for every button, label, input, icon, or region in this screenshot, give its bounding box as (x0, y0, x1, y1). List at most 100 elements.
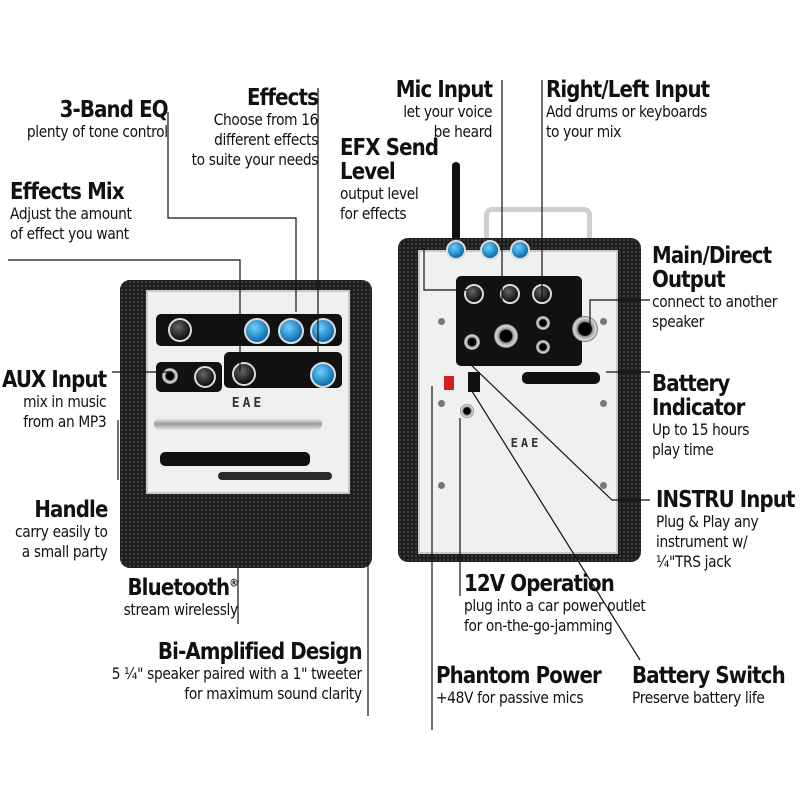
mic-xlr-input[interactable] (494, 324, 518, 348)
rear-control-panel: EAE (418, 240, 618, 554)
callout-instru-input: INSTRU Input Plug & Play any instrument … (656, 488, 800, 572)
bluetooth-title-text: Bluetooth (127, 575, 231, 601)
callout-desc: Plug & Play any (656, 512, 759, 532)
callout-aux-input: AUX Input mix in music from an MP3 (0, 367, 107, 432)
callout-desc: from an MP3 (22, 412, 107, 432)
eq-low-knob[interactable] (244, 318, 270, 344)
callout-3-band-eq: 3-Band EQ plenty of tone control (4, 97, 169, 142)
callout-main-direct-output: Main/Direct Output connect to another sp… (652, 244, 797, 332)
brand-logo: EAE (231, 396, 265, 411)
callout-desc: connect to another (652, 292, 778, 312)
callout-title: Bluetooth® (124, 575, 239, 601)
callout-desc: plug into a car power outlet (464, 596, 646, 616)
battery-indicator-strip (522, 372, 600, 384)
battery-switch[interactable] (468, 372, 480, 392)
callout-desc: for on-the-go-jamming (464, 616, 613, 636)
callout-title: Effects Mix (10, 179, 125, 205)
instru-input-jack[interactable] (464, 334, 480, 350)
bluetooth-button-strip (160, 452, 310, 466)
line-level-knob[interactable] (532, 284, 552, 304)
callout-title: INSTRU Input (656, 487, 796, 513)
efx-level-knob[interactable] (464, 284, 484, 304)
callout-desc: Add drums or keyboards (546, 102, 707, 122)
callout-desc: output level (340, 184, 419, 204)
monitor-level-knob[interactable] (168, 318, 192, 342)
callout-right-left-input: Right/Left Input Add drums or keyboards … (546, 78, 736, 142)
callout-desc: Up to 15 hours (652, 420, 750, 440)
callout-title: EFX Send (340, 135, 439, 161)
efx-send-knob[interactable] (446, 240, 466, 260)
registered-mark: ® (229, 576, 238, 590)
callout-title: Main/Direct (652, 243, 772, 269)
rear-carry-handle[interactable] (484, 207, 592, 252)
callout-desc: stream wirelessly (123, 600, 239, 620)
callout-title: Handle (34, 497, 109, 523)
callout-phantom-power: Phantom Power +48V for passive mics (436, 664, 628, 708)
aux-level-knob[interactable] (194, 366, 216, 388)
callout-desc: speaker (652, 312, 705, 332)
phantom-power-switch[interactable] (444, 376, 454, 390)
callout-effects: Effects Choose from 16 different effects… (171, 85, 319, 170)
callout-desc: for effects (340, 204, 407, 224)
callout-title: Output (652, 267, 726, 294)
callout-battery-switch: Battery Switch Preserve battery life (632, 664, 800, 708)
front-lower-handle (218, 472, 332, 480)
callout-desc: mix in music (22, 392, 107, 412)
callout-battery-indicator: Battery Indicator Up to 15 hours play ti… (652, 372, 765, 460)
mic-gain-knob[interactable] (480, 240, 500, 260)
callout-title: Bi-Amplified Design (158, 639, 363, 665)
callout-desc: Adjust the amount (10, 204, 132, 224)
callout-efx-send-level: EFX Send Level output level for effects (340, 136, 454, 224)
right-input-jack[interactable] (536, 316, 550, 330)
callout-bi-amplified: Bi-Amplified Design 5 ¼" speaker paired … (71, 639, 363, 704)
eq-mid-knob[interactable] (278, 318, 304, 344)
callout-desc: let your voice (403, 102, 492, 122)
left-input-jack[interactable] (536, 340, 550, 354)
callout-title: Phantom Power (436, 663, 602, 689)
callout-title: Battery Switch (632, 663, 786, 689)
callout-title: AUX Input (1, 367, 107, 393)
main-direct-output-jack[interactable] (572, 316, 598, 342)
callout-desc: be heard (433, 122, 492, 142)
callout-12v-operation: 12V Operation plug into a car power outl… (464, 572, 675, 636)
callout-desc: to your mix (546, 122, 622, 142)
callout-bluetooth: Bluetooth® stream wirelessly (105, 575, 239, 620)
callout-desc: Preserve battery life (632, 688, 765, 708)
callout-handle: Handle carry easily to a small party (0, 497, 109, 562)
eq-high-knob[interactable] (310, 318, 336, 344)
line-gain-knob[interactable] (510, 240, 530, 260)
callout-title: 3-Band EQ (59, 97, 169, 123)
mic-level-knob[interactable] (500, 284, 520, 304)
callout-desc: for maximum sound clarity (184, 684, 363, 704)
dc-12v-input[interactable] (460, 404, 474, 418)
callout-title: 12V Operation (464, 571, 615, 597)
callout-title: Level (340, 159, 396, 186)
callout-desc: of effect you want (10, 224, 129, 244)
callout-desc: Choose from 16 (213, 110, 319, 130)
aux-input-jack[interactable] (162, 368, 178, 384)
callout-desc: instrument w/ (656, 532, 748, 552)
callout-title: Battery (652, 371, 730, 397)
callout-desc: carry easily to (15, 522, 109, 542)
callout-title: Mic Input (395, 77, 493, 103)
callout-desc: ¼"TRS jack (656, 552, 732, 572)
callout-desc: different effects (214, 130, 318, 150)
front-control-panel: EAE (146, 290, 350, 494)
callout-desc: 5 ¼" speaker paired with a 1" tweeter (111, 664, 362, 684)
effects-select-knob[interactable] (310, 362, 336, 388)
callout-desc: +48V for passive mics (436, 688, 584, 708)
callout-title: Right/Left Input (546, 77, 710, 103)
callout-mic-input: Mic Input let your voice be heard (380, 77, 493, 142)
bluetooth-antenna (452, 162, 460, 242)
callout-desc: plenty of tone control (27, 122, 168, 142)
front-handle-bar[interactable] (154, 418, 322, 430)
callout-effects-mix: Effects Mix Adjust the amount of effect … (10, 180, 151, 244)
callout-desc: play time (652, 440, 714, 460)
effects-mix-knob[interactable] (232, 362, 256, 386)
callout-title: Effects (246, 85, 319, 111)
callout-desc: to suite your needs (191, 150, 319, 170)
rear-brand-logo: EAE (510, 436, 542, 450)
callout-desc: a small party (22, 542, 108, 562)
callout-title: Indicator (652, 395, 745, 422)
